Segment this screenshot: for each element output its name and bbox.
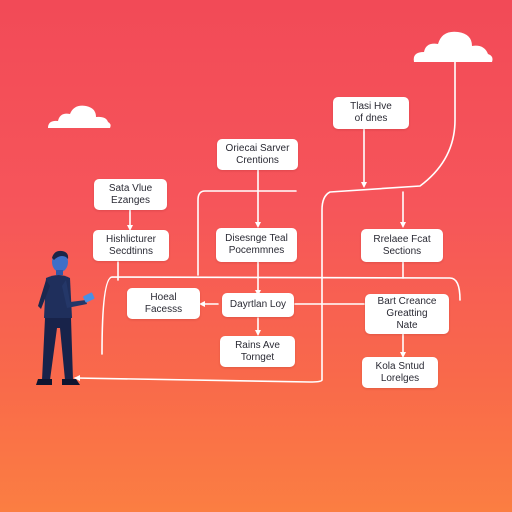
tablet-icon — [83, 292, 95, 303]
node-label: Kola Sntud — [375, 360, 425, 372]
node-label: Hoeal — [150, 291, 177, 303]
cloud-icon — [48, 105, 111, 128]
node-label: Sata Vlue — [108, 182, 153, 194]
node-left-top: Sata Vlue Ezanges — [94, 179, 167, 210]
node-right-mid: Rrelaee Fcat Sections — [361, 229, 443, 262]
node-label: Crentions — [236, 154, 279, 166]
node-label: Disesnge Teal — [225, 233, 288, 244]
node-label: Rrelaee Fcat — [373, 233, 431, 245]
node-center-mid: Disesnge Teal Pocemmnes — [216, 228, 297, 262]
node-label: Sections — [382, 245, 422, 257]
cloud-icon — [413, 31, 493, 62]
person-figure-icon — [36, 250, 95, 385]
node-top-center: Oriecai Sarver Crentions — [217, 139, 298, 170]
node-center-bottom: Rains Ave Tornget — [220, 336, 295, 367]
node-label: Bart Creance — [377, 296, 437, 307]
node-label: Secdtinns — [109, 245, 153, 257]
node-label: Rains Ave — [235, 339, 280, 351]
node-label: Tlasi Hve — [350, 101, 392, 112]
node-top-right: Tlasi Hve of dnes — [333, 97, 409, 129]
node-left-mid: Hishlicturer Secdtinns — [93, 230, 169, 261]
node-right-low: Bart Creance Greatting Nate — [365, 294, 449, 334]
node-left-low: Hoeal Facesss — [127, 288, 200, 319]
node-label: Lorelges — [380, 372, 420, 384]
node-label: Tornget — [240, 351, 275, 363]
node-label: of dnes — [354, 113, 388, 124]
node-label: Greatting — [386, 308, 428, 319]
node-label: Oriecai Sarver — [225, 142, 290, 154]
node-label: Facesss — [144, 303, 183, 315]
node-label: Hishlicturer — [105, 233, 156, 245]
node-label: Dayrtlan Loy — [229, 299, 287, 310]
node-label: Nate — [396, 320, 418, 331]
node-right-bottom: Kola Sntud Lorelges — [362, 357, 438, 388]
node-label: Ezanges — [111, 194, 150, 206]
node-label: Pocemmnes — [228, 245, 285, 256]
node-center-low: Dayrtlan Loy — [222, 293, 294, 317]
